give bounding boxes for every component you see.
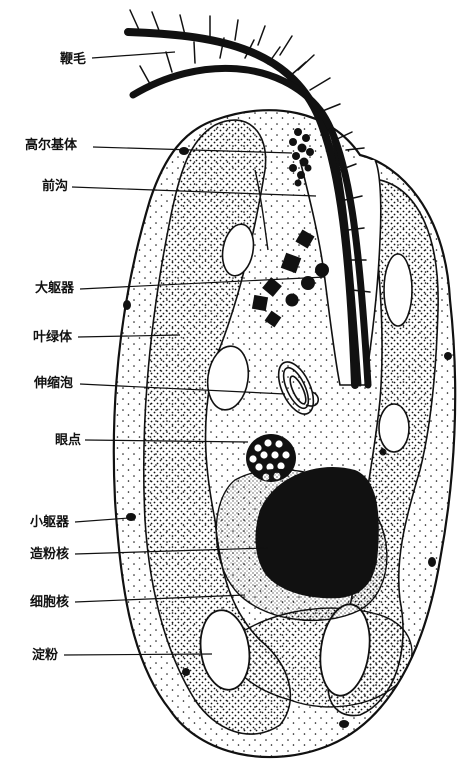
svg-text:造粉核: 造粉核 [30, 546, 69, 562]
svg-text:伸缩泡: 伸缩泡 [33, 375, 73, 391]
svg-text:前沟: 前沟 [42, 178, 68, 194]
svg-text:小躯器: 小躯器 [30, 514, 70, 530]
svg-text:叶绿体: 叶绿体 [33, 329, 73, 345]
label-flagellum: 鞭毛 [60, 51, 175, 67]
svg-text:细胞核: 细胞核 [30, 594, 69, 610]
svg-text:眼点: 眼点 [55, 432, 81, 448]
svg-text:淀粉: 淀粉 [32, 647, 58, 663]
svg-text:大躯器: 大躯器 [35, 280, 75, 296]
svg-text:高尔基体: 高尔基体 [25, 137, 78, 153]
svg-text:鞭毛: 鞭毛 [60, 51, 86, 67]
label-small-vacuole: 小躯器 [30, 514, 129, 530]
